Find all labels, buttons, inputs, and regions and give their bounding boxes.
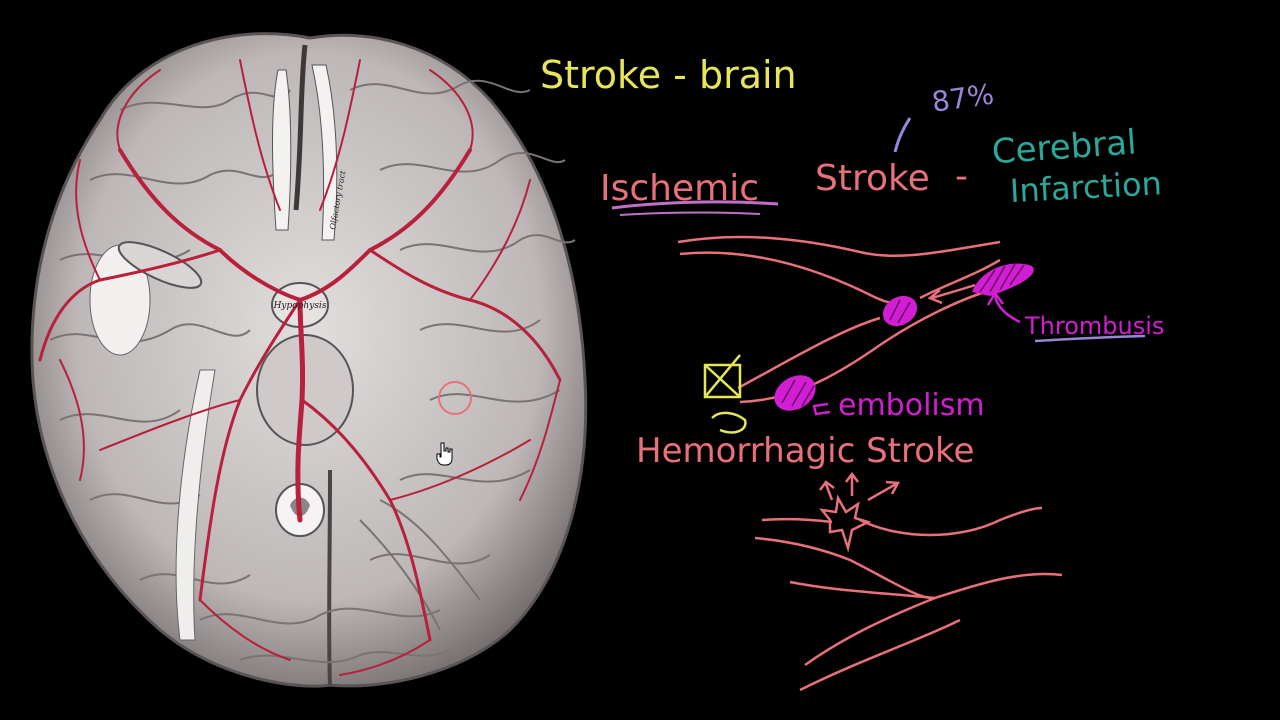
hypophysis-label: Hypophysis [273,301,327,311]
thrombosis-underline [1034,334,1146,343]
hand-pointer-icon [436,442,453,466]
thrombus-arrow [927,283,976,305]
infarction-text: Infarction [1009,164,1163,210]
cerebral-arteries [38,59,562,676]
notes: Stroke - brain 87% Ischemic Stroke - Cer… [540,53,1164,692]
percent-arrow [893,117,912,153]
thrombosis-arrow [986,290,1021,324]
title-text: Stroke - brain [540,53,797,97]
vessel-ischemic [677,235,1001,404]
cerebral-text: Cerebral [991,122,1138,172]
highlight-circle [438,381,472,415]
blocked-symbol [703,354,747,434]
embolus-upper [882,295,918,327]
embolism-arrow [812,402,831,416]
rupture-burst [819,471,901,553]
percent-text: 87% [930,77,996,118]
dash-text: - [955,156,968,197]
hemorrhagic-text: Hemorrhagic Stroke [636,431,974,471]
vessel-hemorrhagic [754,506,1063,692]
thrombus [972,263,1034,296]
pons [256,334,354,446]
embolism-text: embolism [838,388,985,423]
ischemic-underline [611,200,779,210]
olfactory-tract [272,69,292,231]
brain-illustration: Hypophysis Olfactory tract [30,32,588,688]
stroke-text: Stroke [815,158,930,199]
